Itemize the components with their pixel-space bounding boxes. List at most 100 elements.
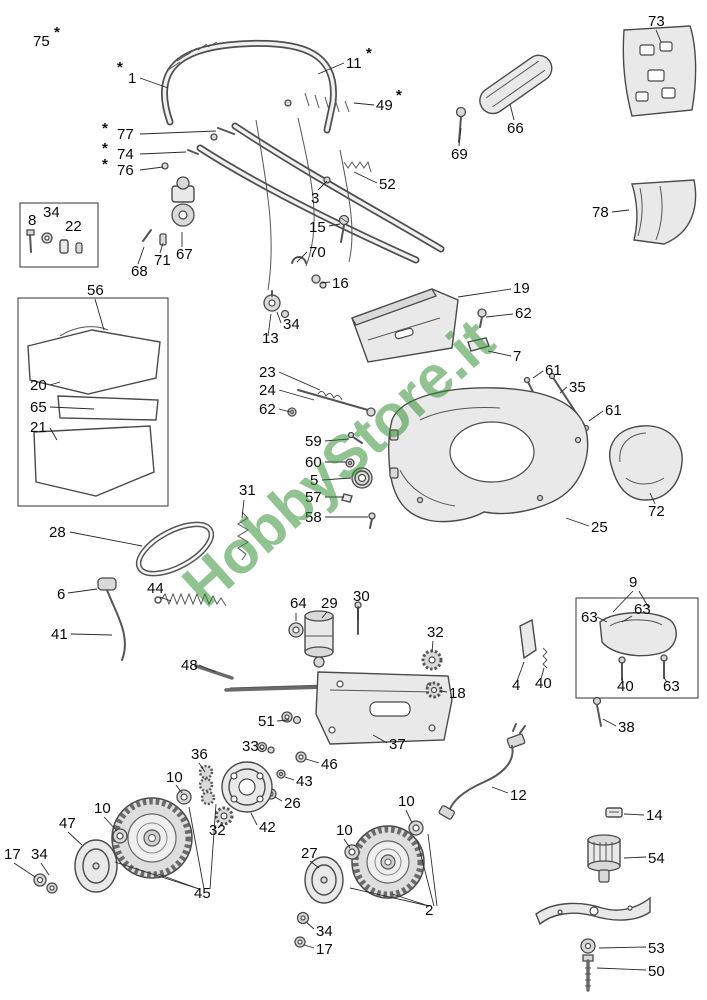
catcher-frame (57, 395, 159, 421)
panel-bolt (477, 308, 487, 328)
control-cable (339, 149, 353, 263)
part-number-label-9-51: 9 (629, 574, 637, 591)
part-number-label-8-13: 8 (28, 212, 36, 229)
asterisk-mark: * (54, 24, 60, 41)
part-number-label-66-8: 66 (507, 120, 524, 137)
part-number-label-50-88: 50 (648, 963, 665, 980)
blade-bolt (582, 954, 594, 992)
leader-line (40, 862, 50, 876)
control-cable (255, 119, 272, 291)
leader-line (353, 102, 375, 106)
blade-washer (580, 938, 596, 954)
asterisk-mark: * (396, 87, 402, 104)
part-number-label-32-56: 32 (427, 624, 444, 641)
leader-line (305, 758, 320, 764)
part-number-label-30-50: 30 (353, 588, 370, 605)
right-grip-hatch (304, 92, 350, 113)
leader-line (349, 887, 430, 907)
leader-line (559, 386, 568, 394)
part-number-label-15-16: 15 (309, 219, 326, 236)
leader-line (70, 633, 113, 636)
catcher-handle (59, 326, 109, 337)
leader-line (278, 408, 291, 413)
cutting-blade (535, 896, 651, 926)
part-number-label-16-21: 16 (332, 275, 349, 292)
asterisk-mark: * (117, 59, 123, 76)
cover-plate (599, 612, 677, 657)
part-number-label-35-26: 35 (569, 379, 586, 396)
cable-pulley-assembly (142, 176, 195, 246)
leader-line (305, 921, 315, 930)
leader-line (596, 967, 647, 971)
part-number-label-72-42: 72 (648, 503, 665, 520)
part-number-label-4-57: 4 (512, 677, 520, 694)
leader-line (343, 838, 351, 849)
leader-line (217, 823, 223, 829)
leader-line (159, 242, 164, 254)
blade-adapter (587, 834, 621, 883)
part-number-label-62-23: 62 (515, 305, 532, 322)
leader-line (198, 762, 206, 773)
part-number-label-36-65: 36 (191, 746, 208, 763)
clip (341, 493, 353, 503)
part-number-label-20-34: 20 (30, 377, 47, 394)
mower-deck (387, 387, 589, 523)
part-number-label-69-9: 69 (451, 146, 468, 163)
grip-bolt (455, 106, 467, 143)
washer (280, 309, 290, 319)
cable-clamp (311, 274, 327, 289)
idler-pulley-cluster (341, 431, 376, 529)
part-number-label-28-45: 28 (49, 524, 66, 541)
drive-gear-lower (425, 681, 443, 699)
backplate-panel (622, 25, 697, 117)
part-number-label-61-27: 61 (605, 402, 622, 419)
part-number-label-1-1: 1 (128, 70, 136, 87)
rear-cover-arm (609, 425, 683, 501)
part-number-label-17-86: 17 (316, 941, 333, 958)
part-number-label-68-20: 68 (131, 263, 148, 280)
throttle-cable-assembly (287, 389, 376, 417)
clutch-lever (97, 577, 126, 661)
part-number-label-51-63: 51 (258, 713, 275, 730)
leader-line (309, 860, 320, 869)
part-number-label-71-19: 71 (154, 252, 171, 269)
part-number-label-62-33: 62 (259, 401, 276, 418)
part-number-label-49-3: 49 (376, 97, 393, 114)
leader-line (612, 590, 634, 613)
leader-line (321, 477, 352, 481)
part-number-label-34-85: 34 (316, 923, 333, 940)
part-number-label-11-2: 11 (346, 55, 362, 72)
leader-line (321, 611, 328, 619)
leader-line (278, 389, 315, 401)
part-number-label-10-77: 10 (398, 793, 415, 810)
part-number-label-76-6: 76 (117, 162, 134, 179)
part-number-label-45-83: 45 (194, 885, 211, 902)
leader-line (598, 946, 647, 949)
leader-line (276, 311, 282, 324)
wheel-gear (214, 806, 234, 826)
washer (161, 162, 169, 170)
leader-line (67, 588, 98, 594)
leader-line (458, 127, 462, 147)
leader-line (157, 873, 200, 890)
rear-deflector (631, 179, 697, 245)
leader-line (588, 410, 604, 422)
leader-line (372, 734, 388, 744)
leader-line (532, 370, 544, 379)
leader-line (621, 615, 633, 623)
leader-line (621, 677, 624, 683)
leader-line (353, 171, 378, 184)
leader-line (655, 29, 662, 43)
leader-line (611, 209, 630, 213)
leader-line (250, 812, 258, 826)
part-number-label-44-47: 44 (147, 580, 164, 597)
roller-wheel-small (263, 290, 290, 319)
bowden-cable (438, 723, 526, 820)
axle-nut-right (294, 911, 310, 948)
part-number-label-78-12: 78 (592, 204, 609, 221)
leader-line (137, 246, 145, 265)
leader-line (258, 746, 264, 751)
height-adjuster-group (519, 597, 699, 699)
